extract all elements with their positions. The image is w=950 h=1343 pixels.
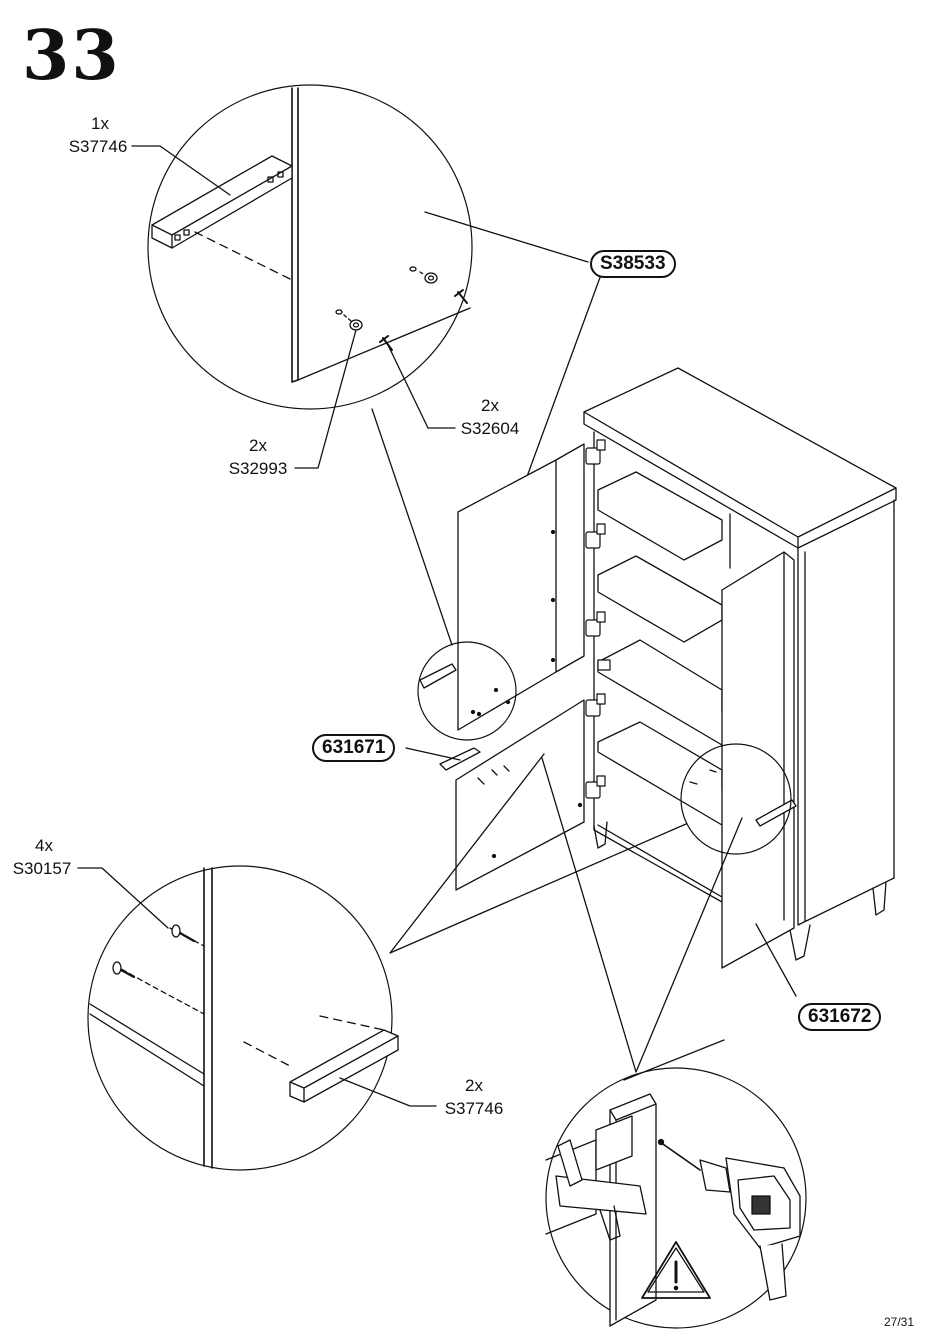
top-part-number: S37746	[68, 137, 128, 156]
quantity-s32604: 2x	[481, 396, 499, 415]
part-number-s32993: S32993	[228, 459, 288, 478]
door-right	[721, 551, 797, 969]
detail-circle-small-right	[680, 743, 792, 855]
part-number-s37746-bottom: S37746	[444, 1099, 504, 1118]
top-quantity: 1x	[91, 114, 109, 133]
part-number-s30157: S30157	[12, 859, 72, 878]
quantity-s30157: 4x	[35, 836, 53, 855]
part-number-s32604: S32604	[460, 419, 520, 438]
step-number: 33	[22, 16, 121, 96]
detail-circle-bottom-right	[545, 1039, 807, 1329]
page-number: 27/31	[883, 1315, 914, 1329]
quantity-s37746-bottom: 2x	[465, 1076, 483, 1095]
detail-circle-small-left	[417, 641, 517, 741]
door-lower-left	[455, 699, 585, 891]
part-label-631672: 631672	[798, 1003, 882, 1031]
detail-circle-top	[147, 84, 473, 410]
part-label-s38533: S38533	[590, 250, 676, 278]
door-upper-left	[457, 443, 585, 731]
quantity-s32993: 2x	[249, 436, 267, 455]
part-label-631671: 631671	[312, 734, 396, 762]
detail-circle-bottom-left	[87, 865, 399, 1171]
